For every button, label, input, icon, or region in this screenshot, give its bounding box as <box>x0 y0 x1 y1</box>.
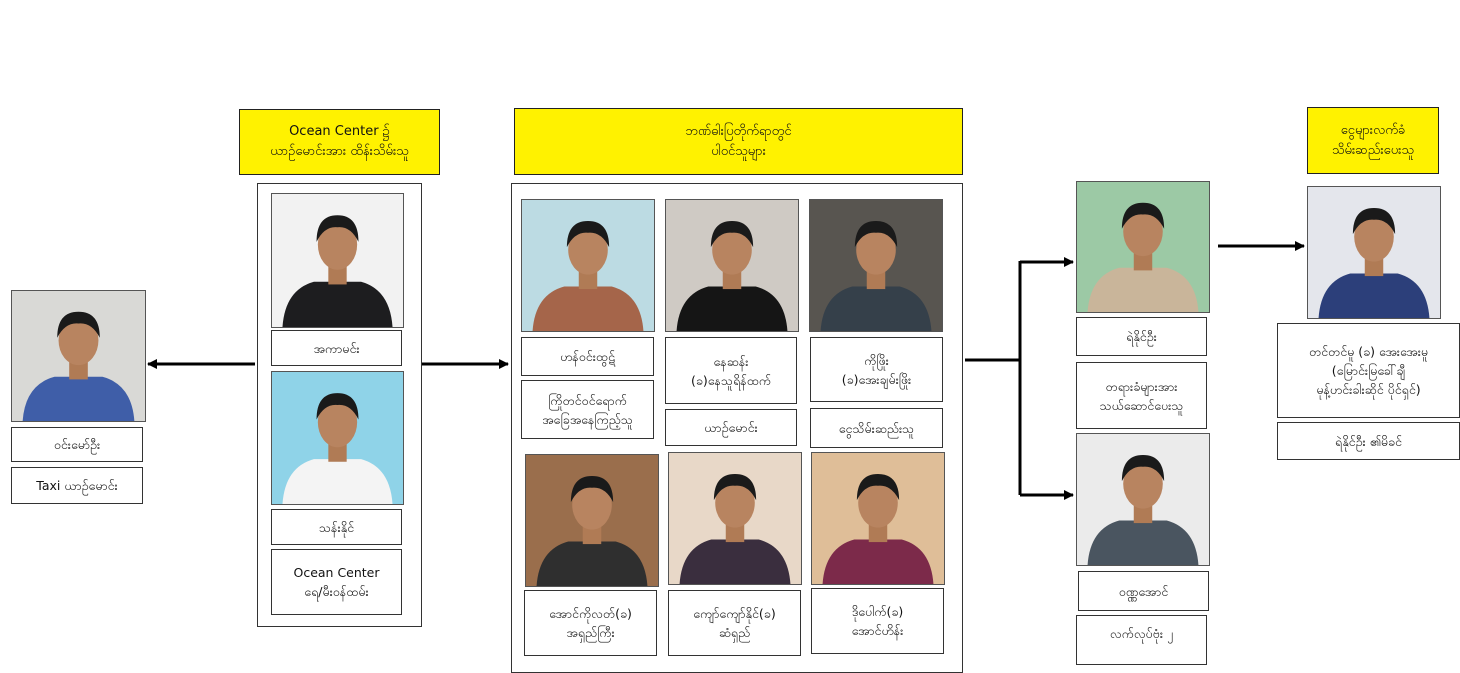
person-hair <box>1352 207 1396 235</box>
photo-g2 <box>665 199 799 332</box>
label-driver-name: ဝင်းမော်ဦး <box>11 427 143 462</box>
portrait-icon <box>1308 187 1440 318</box>
person-face <box>58 315 99 366</box>
person-hair <box>1121 454 1165 482</box>
person-hair <box>566 220 610 248</box>
person-face <box>1123 206 1163 257</box>
person-torso <box>820 286 932 331</box>
label-rayenaing-name: ရဲနိုင်ဦး <box>1076 317 1207 356</box>
person-torso <box>532 286 644 331</box>
person-torso <box>1087 267 1199 312</box>
label-akar-name: အကာမင်း <box>271 330 402 366</box>
person-face <box>568 224 608 275</box>
photo-akar <box>271 193 404 328</box>
person-hair <box>856 473 900 501</box>
portrait-icon <box>666 200 798 331</box>
label-than-role: Ocean Center ရေ/မီးဝန်ထမ်း <box>271 549 402 615</box>
label-wunna-name: ဝဏ္ဏအောင် <box>1078 571 1209 611</box>
portrait-icon <box>1077 182 1209 312</box>
label-g1-role: ကြိုတင်ဝင်ရောက် အခြေအနေကြည့်သူ <box>521 380 654 439</box>
photo-g5 <box>668 452 802 585</box>
label-g6-name: ဒိုပေါက်(ခ) အောင်ဟိန်း <box>811 588 944 654</box>
person-hair <box>316 215 359 242</box>
photo-driver <box>11 290 146 422</box>
portrait-icon <box>1077 434 1209 565</box>
person-face <box>317 397 358 448</box>
label-driver-role: Taxi ယာဉ်မောင်း <box>11 467 143 504</box>
header-gang: ဘဏ်ဓါးပြတိုက်ရာတွင် ပါဝင်သူများ <box>514 108 963 175</box>
photo-wunna <box>1076 433 1210 566</box>
portrait-icon <box>272 372 403 504</box>
label-wunna-role: လက်လုပ်ဗုံး ၂ <box>1076 615 1207 665</box>
person-torso <box>536 541 648 586</box>
person-hair <box>316 393 359 420</box>
person-face <box>1354 211 1394 262</box>
label-mother-name: တင်တင်မူ (ခ) အေးအေးမူ (မြောင်းမြခေါ်ချီ … <box>1277 323 1460 418</box>
photo-g4 <box>525 454 659 587</box>
label-than-name: သန်းနိုင် <box>271 509 402 545</box>
person-hair <box>1121 202 1165 229</box>
person-face <box>317 219 358 270</box>
person-torso <box>282 281 393 327</box>
label-g5-name: ကျော်ကျော်နိုင်(ခ) ဆံရှည် <box>668 590 801 656</box>
label-g3-role: ငွေသိမ်းဆည်းသူ <box>810 408 943 448</box>
person-hair <box>57 311 100 338</box>
portrait-icon <box>526 455 658 586</box>
person-hair <box>710 220 754 248</box>
portrait-icon <box>810 200 942 331</box>
photo-rayenaing <box>1076 181 1210 313</box>
person-hair <box>713 473 757 501</box>
person-face <box>1123 458 1163 509</box>
person-face <box>572 479 612 530</box>
photo-g3 <box>809 199 943 332</box>
person-torso <box>1087 520 1199 565</box>
label-g2-name: နေဆန်း (ခ)နေသူရိန်ထက် <box>665 337 797 404</box>
person-torso <box>282 459 393 504</box>
photo-g1 <box>521 199 655 332</box>
photo-mother <box>1307 186 1441 319</box>
portrait-icon <box>12 291 145 421</box>
label-g3-name: ကိုဖြိုး (ခ)အေးချမ်းဖြိုး <box>810 337 943 402</box>
label-g4-name: အောင်ကိုလတ်(ခ) အရှည်ကြီး <box>524 590 657 656</box>
photo-g6 <box>811 452 945 585</box>
portrait-icon <box>669 453 801 584</box>
person-face <box>715 477 755 528</box>
person-face <box>856 224 896 275</box>
label-rayenaing-role: တရားခံများအား သယ်ဆောင်ပေးသူ <box>1076 362 1207 429</box>
portrait-icon <box>522 200 654 331</box>
person-torso <box>1318 273 1430 318</box>
flow-arrows <box>147 241 1305 500</box>
person-torso <box>676 286 788 331</box>
person-face <box>712 224 752 275</box>
portrait-icon <box>812 453 944 584</box>
person-torso <box>22 376 135 421</box>
photo-than <box>271 371 404 505</box>
label-g1-name: ဟန်ဝင်းထွဋ် <box>521 337 654 376</box>
person-hair <box>854 220 898 248</box>
label-g2-role: ယာဉ်မောင်း <box>665 409 797 446</box>
person-face <box>858 477 898 528</box>
person-hair <box>570 475 614 503</box>
label-mother-role: ရဲနိုင်ဦး ၏မိခင် <box>1277 422 1460 460</box>
portrait-icon <box>272 194 403 327</box>
header-money: ငွေများလက်ခံ သိမ်းဆည်းပေးသူ <box>1307 107 1439 174</box>
header-ocean-center: Ocean Center ၌ ယာဉ်မောင်းအား ထိန်းသိမ်းသ… <box>239 109 440 175</box>
person-torso <box>822 539 934 584</box>
person-torso <box>679 539 791 584</box>
